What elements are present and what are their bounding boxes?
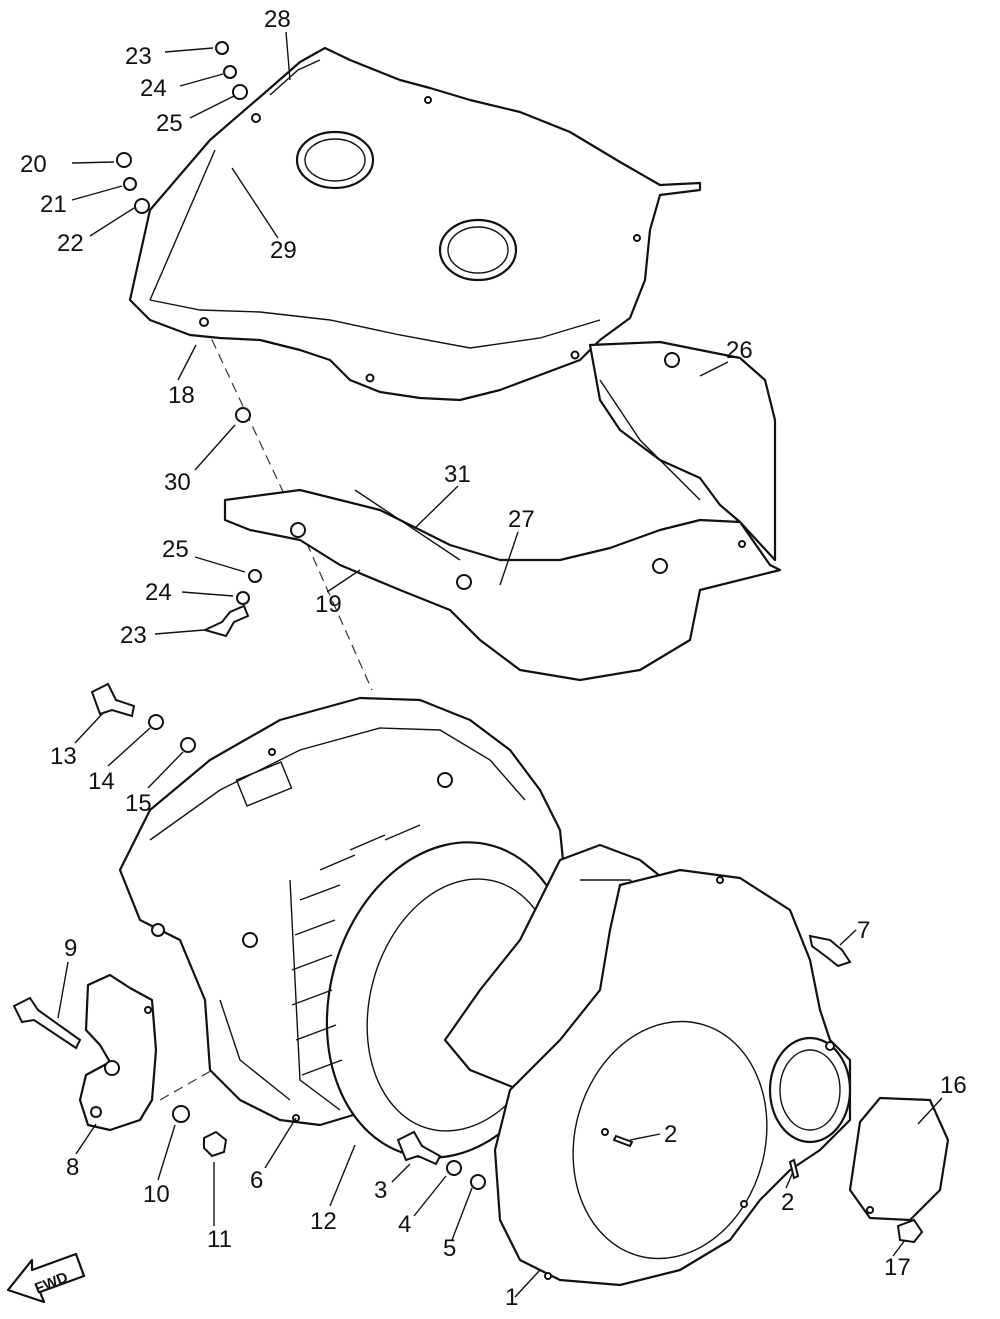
part-number-label: 29 <box>270 237 297 264</box>
gasket-plate <box>848 1096 950 1222</box>
callout-leader-line <box>194 424 236 471</box>
callout-leader-line <box>154 629 205 635</box>
callout-leader-line <box>57 961 69 1019</box>
callout-leader-line <box>89 207 135 237</box>
part-number-label: 18 <box>168 382 195 409</box>
part-number-label: 27 <box>508 506 535 533</box>
callout-leader-line <box>451 1187 473 1241</box>
callout-leader-line <box>391 1163 411 1183</box>
callout-leader-line <box>264 1117 297 1169</box>
part-number-label: 2 <box>781 1189 794 1216</box>
callout-leader-line <box>285 31 291 81</box>
part-number-label: 6 <box>250 1167 263 1194</box>
callout-leader-line <box>326 569 361 593</box>
callout-leader-line <box>71 185 123 201</box>
callout-leader-line <box>179 73 224 87</box>
part-number-label: 4 <box>398 1211 411 1238</box>
lower-shroud <box>223 340 782 682</box>
callout-leader-line <box>71 161 115 164</box>
part-number-label: 24 <box>140 75 167 102</box>
callout-leader-line <box>74 711 105 744</box>
callout-leader-line <box>181 591 234 597</box>
part-number-label: 7 <box>857 917 870 944</box>
part-number-label: 19 <box>315 591 342 618</box>
part-number-label: 1 <box>505 1284 518 1311</box>
part-number-label: 16 <box>940 1072 967 1099</box>
part-number-label: 2 <box>664 1121 677 1148</box>
callout-leader-line <box>514 1269 541 1298</box>
fwd-arrow: FWD <box>6 1252 86 1304</box>
mounting-bracket <box>78 973 158 1132</box>
part-number-label: 13 <box>50 743 77 770</box>
part-number-label: 22 <box>57 230 84 257</box>
part-number-label: 9 <box>64 935 77 962</box>
part-number-label: 25 <box>162 536 189 563</box>
part-number-label: 31 <box>444 461 471 488</box>
callout-leader-line <box>413 1175 447 1217</box>
callout-leader-line <box>699 361 729 377</box>
callout-leader-line <box>917 1097 943 1125</box>
part-number-label: 11 <box>207 1226 232 1253</box>
callout-leader-line <box>499 531 519 586</box>
callout-leader-line <box>629 1133 661 1141</box>
part-number-label: 8 <box>66 1154 79 1181</box>
part-number-label: 10 <box>143 1181 170 1208</box>
callout-leader-line <box>157 1124 176 1181</box>
part-number-label: 30 <box>164 469 191 496</box>
callout-leader-line <box>785 1171 794 1189</box>
callout-leader-line <box>892 1239 906 1257</box>
callout-leader-line <box>414 485 459 529</box>
callout-labels: 1223456789101112131415161718192021222324… <box>20 6 967 1311</box>
part-number-label: 20 <box>20 151 47 178</box>
part-number-label: 21 <box>40 191 67 218</box>
part-number-label: 24 <box>145 579 172 606</box>
part-number-label: 12 <box>310 1208 337 1235</box>
part-number-label: 3 <box>374 1177 387 1204</box>
callout-leader-line <box>839 929 857 946</box>
callout-leaders <box>57 31 943 1298</box>
callout-leader-line <box>231 167 279 239</box>
part-number-label: 23 <box>120 622 147 649</box>
callout-leader-line <box>107 727 151 767</box>
part-number-label: 5 <box>443 1235 456 1262</box>
callout-leader-line <box>75 1123 97 1155</box>
part-number-label: 26 <box>726 337 753 364</box>
part-number-label: 14 <box>88 768 115 795</box>
hardware <box>12 41 924 1244</box>
callout-leader-line <box>329 1144 356 1207</box>
part-number-label: 15 <box>125 790 152 817</box>
part-number-label: 17 <box>884 1254 911 1281</box>
outer-cover <box>493 868 852 1287</box>
callout-leader-line <box>189 95 235 119</box>
part-number-label: 25 <box>156 110 183 137</box>
callout-leader-line <box>147 751 184 789</box>
callout-leader-line <box>194 556 246 573</box>
part-number-label: 23 <box>125 43 152 70</box>
part-number-label: 28 <box>264 6 291 33</box>
callout-leader-line <box>177 344 197 381</box>
callout-leader-line <box>164 47 214 53</box>
upper-shroud <box>128 46 702 402</box>
